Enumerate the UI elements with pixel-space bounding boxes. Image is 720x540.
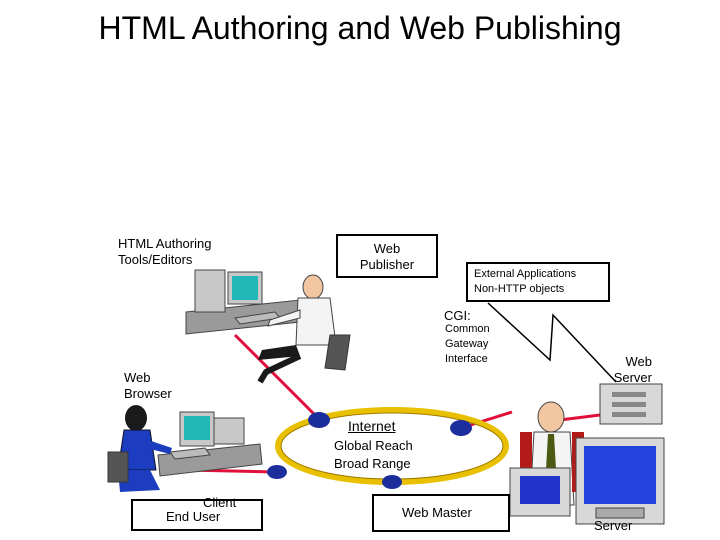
server-computer-icon	[509, 437, 665, 525]
internet-label: Internet	[348, 418, 396, 434]
client-label: Client	[203, 495, 237, 510]
web-master-callout: Web Master	[372, 494, 510, 532]
web-server-icon	[599, 383, 663, 425]
node-icon	[308, 412, 330, 428]
internet-description: Global Reach Broad Range	[334, 438, 413, 471]
end-user-callout: Client End User	[131, 495, 263, 531]
authoring-computer-icon	[185, 269, 301, 335]
server-label: Server	[594, 518, 633, 533]
client-computer-icon	[157, 411, 263, 477]
node-icon	[267, 465, 287, 479]
web-master-label: Web Master	[402, 505, 472, 520]
cgi-title: CGI:	[444, 308, 471, 323]
node-icon	[382, 475, 402, 489]
page-title: HTML Authoring and Web Publishing	[98, 10, 622, 46]
web-publisher-callout: Web Publisher	[336, 234, 438, 278]
end-user-label: End User	[166, 509, 221, 524]
external-apps-callout: External Applications Non-HTTP objects	[466, 262, 610, 302]
web-server-label: Web Server	[613, 354, 652, 385]
node-icon	[450, 420, 472, 436]
end-user-person-icon	[107, 405, 172, 492]
web-browser-label: Web Browser	[124, 370, 172, 401]
publisher-link	[233, 333, 322, 422]
publisher-person-icon	[257, 274, 351, 384]
authoring-tools-label: HTML Authoring Tools/Editors	[118, 236, 212, 267]
cgi-bolt	[487, 302, 617, 383]
cgi-description: Common Gateway Interface	[445, 323, 490, 365]
